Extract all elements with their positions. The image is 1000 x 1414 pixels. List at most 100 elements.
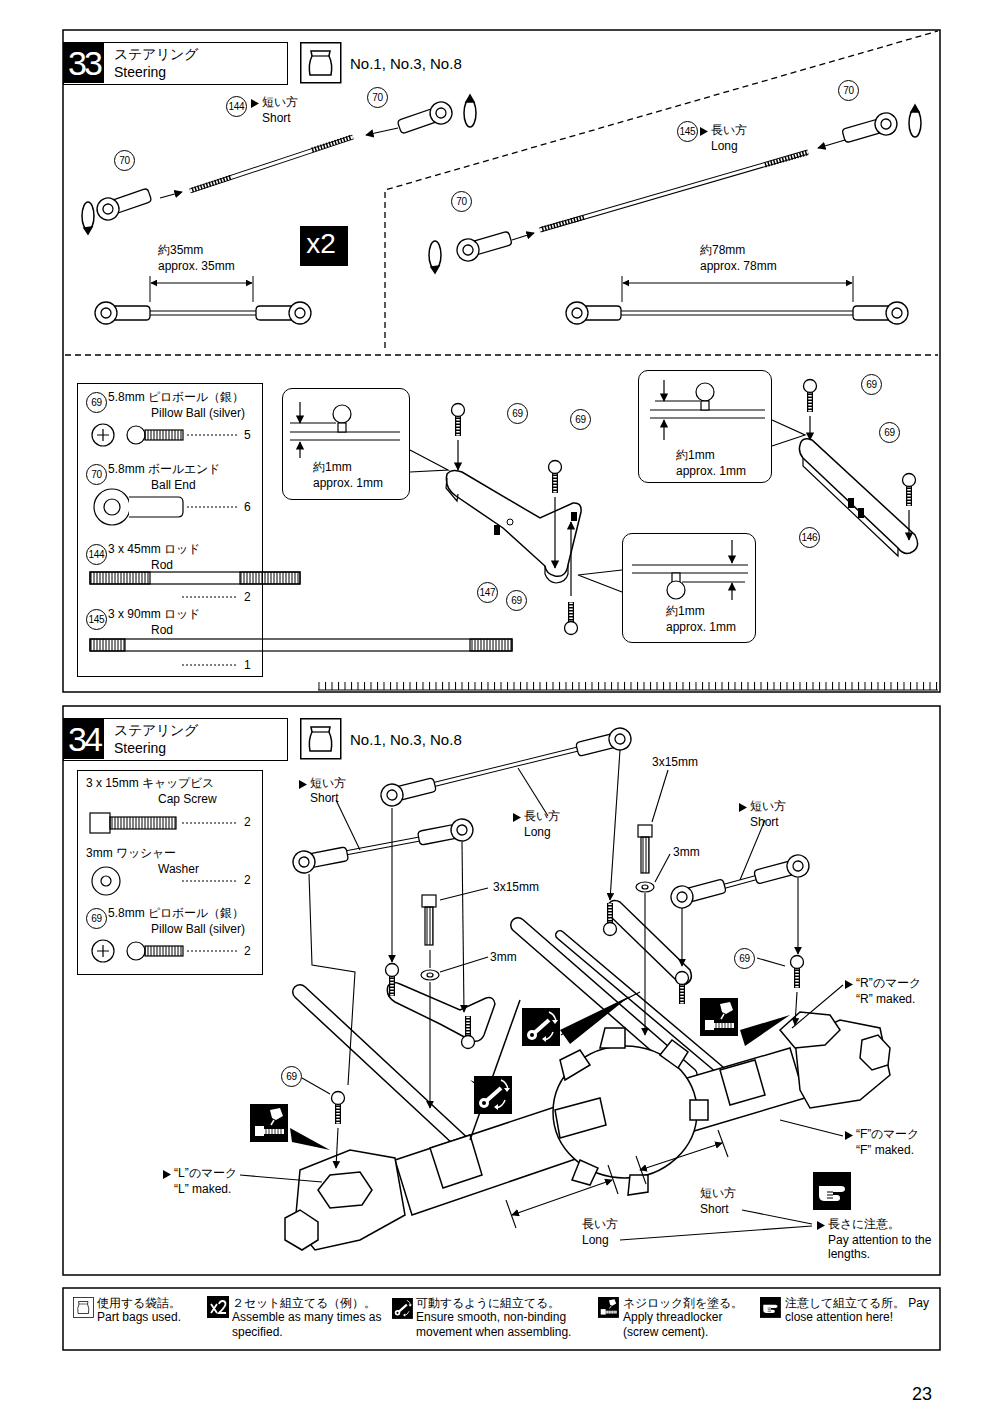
- detail-inset: 約1mm approx. 1mm: [638, 370, 772, 483]
- step-title-en: Steering: [114, 64, 166, 80]
- legend-text: 使用する袋詰。 Part bags used.: [97, 1296, 205, 1325]
- legend-text: ネジロック剤を塗る。 Apply threadlocker (screw cem…: [623, 1296, 753, 1339]
- page-number: 23: [912, 1384, 932, 1405]
- dimension-text: 約1mm: [313, 461, 352, 475]
- annotation-text: “R”のマーク: [856, 977, 921, 991]
- annotation-text: 短い方: [310, 777, 346, 791]
- callout-number: 70: [114, 150, 135, 171]
- part-name-en: Rod: [151, 559, 173, 573]
- step-title-ja: ステアリング: [114, 722, 198, 738]
- annotation-text: 約78mm: [700, 244, 745, 258]
- part-bag-box: No.1, No.3, No.8: [345, 42, 485, 84]
- part-bag-box: No.1, No.3, No.8: [345, 718, 485, 760]
- annotation-text: 長い方: [524, 810, 560, 824]
- callout-number: 69: [570, 409, 591, 430]
- part-count: 5: [244, 429, 251, 443]
- step-number: 33: [64, 43, 104, 83]
- step-number: 34: [64, 719, 104, 759]
- part-name: 3 x 90mm ロッド: [108, 608, 200, 622]
- step-header: 34 ステアリング Steering: [63, 718, 288, 761]
- annotation-text: “F”のマーク: [856, 1128, 919, 1142]
- annotation-text: 長さに注意。: [828, 1218, 900, 1232]
- annotation-text: 短い方: [750, 800, 786, 814]
- part-name: 3 x 15mm キャップビス: [86, 777, 214, 791]
- annotation-text: 3mm: [673, 846, 700, 860]
- callout-number: 70: [86, 464, 107, 485]
- part-count: 6: [244, 501, 251, 515]
- part-name: 3 x 45mm ロッド: [108, 543, 200, 557]
- detail-inset: 約1mm approx. 1mm: [282, 388, 410, 500]
- annotation-text: Long: [524, 826, 551, 840]
- parts-list: 3 x 15mm キャップビス Cap Screw 2 3mm ワッシャー Washer…: [77, 770, 263, 975]
- annotation-text: 3x15mm: [493, 881, 539, 895]
- annotation-text: 3x15mm: [652, 756, 698, 770]
- callout-number: 145: [86, 609, 107, 630]
- dimension-text: 約1mm: [666, 605, 705, 619]
- part-count: 2: [244, 945, 251, 959]
- annotation-text: 3mm: [490, 951, 517, 965]
- legend-text: 可動するように組立てる。 Ensure smooth, non-binding …: [416, 1296, 594, 1339]
- callout-number: 70: [367, 87, 388, 108]
- annotation-text: “L”のマーク: [174, 1167, 237, 1181]
- annotation-text: approx. 78mm: [700, 260, 777, 274]
- bag-numbers: No.1, No.3, No.8: [350, 55, 462, 72]
- part-name: 5.8mm ボールエンド: [108, 463, 220, 477]
- callout-number: 69: [86, 908, 107, 929]
- callout-number: 69: [281, 1066, 302, 1087]
- part-name-en: Cap Screw: [158, 793, 217, 807]
- callout-number: 69: [879, 422, 900, 443]
- step-title-ja: ステアリング: [114, 46, 198, 62]
- dimension-text: approx. 1mm: [313, 477, 383, 491]
- callout-number: 69: [507, 403, 528, 424]
- part-name-en: Pillow Ball (silver): [151, 407, 245, 421]
- part-count: 2: [244, 874, 251, 888]
- dimension-text: 約1mm: [676, 449, 715, 463]
- step-title-en: Steering: [114, 740, 166, 756]
- part-name-en: Washer: [158, 863, 199, 877]
- dimension-text: approx. 1mm: [666, 621, 736, 635]
- annotation-text: “F” maked.: [856, 1144, 914, 1158]
- legend-text: 注意して組立てる所。 Pay close attention here!: [785, 1296, 933, 1325]
- part-name: 3mm ワッシャー: [86, 847, 176, 861]
- repeat-count: x2: [300, 228, 342, 260]
- annotation-text: 長い方: [711, 124, 747, 138]
- annotation-text: 短い方: [700, 1187, 736, 1201]
- annotation-text: Short: [700, 1203, 729, 1217]
- annotation-text: Long: [582, 1234, 609, 1248]
- annotation-text: 長い方: [582, 1218, 618, 1232]
- callout-number: 147: [477, 582, 498, 603]
- annotation-text: Short: [262, 112, 291, 126]
- step-header: 33 ステアリング Steering: [63, 42, 288, 85]
- parts-list: 695.8mm ピロボール（銀） Pillow Ball (silver) 5 705…: [77, 383, 263, 677]
- annotation-text: “R” maked.: [856, 993, 915, 1007]
- callout-number: 144: [226, 96, 247, 117]
- callout-number: 145: [677, 121, 698, 142]
- callout-number: 70: [838, 80, 859, 101]
- bag-numbers: No.1, No.3, No.8: [350, 731, 462, 748]
- part-name-en: Ball End: [151, 479, 196, 493]
- dimension-text: approx. 1mm: [676, 465, 746, 479]
- callout-number: 70: [451, 191, 472, 212]
- callout-number: 69: [734, 948, 755, 969]
- annotation-text: Short: [750, 816, 779, 830]
- part-name: 5.8mm ピロボール（銀）: [108, 391, 244, 405]
- callout-number: 144: [86, 544, 107, 565]
- repeat-badge: x2: [300, 226, 348, 266]
- annotation-text: 約35mm: [158, 244, 203, 258]
- part-name: 5.8mm ピロボール（銀）: [108, 907, 244, 921]
- callout-number: 146: [799, 527, 820, 548]
- callout-number: 69: [861, 374, 882, 395]
- callout-number: 69: [506, 590, 527, 611]
- legend-text: ２セット組立てる（例）。 Assemble as many times as s…: [232, 1296, 382, 1339]
- detail-inset: 約1mm approx. 1mm: [622, 533, 756, 643]
- annotation-text: approx. 35mm: [158, 260, 235, 274]
- annotation-text: Short: [310, 792, 339, 806]
- part-name-en: Rod: [151, 624, 173, 638]
- annotation-text: “L” maked.: [174, 1183, 231, 1197]
- callout-number: 69: [86, 392, 107, 413]
- part-name-en: Pillow Ball (silver): [151, 923, 245, 937]
- annotation-text: 短い方: [262, 96, 298, 110]
- annotation-text: Pay attention to the lengths.: [828, 1234, 933, 1262]
- part-count: 2: [244, 591, 251, 605]
